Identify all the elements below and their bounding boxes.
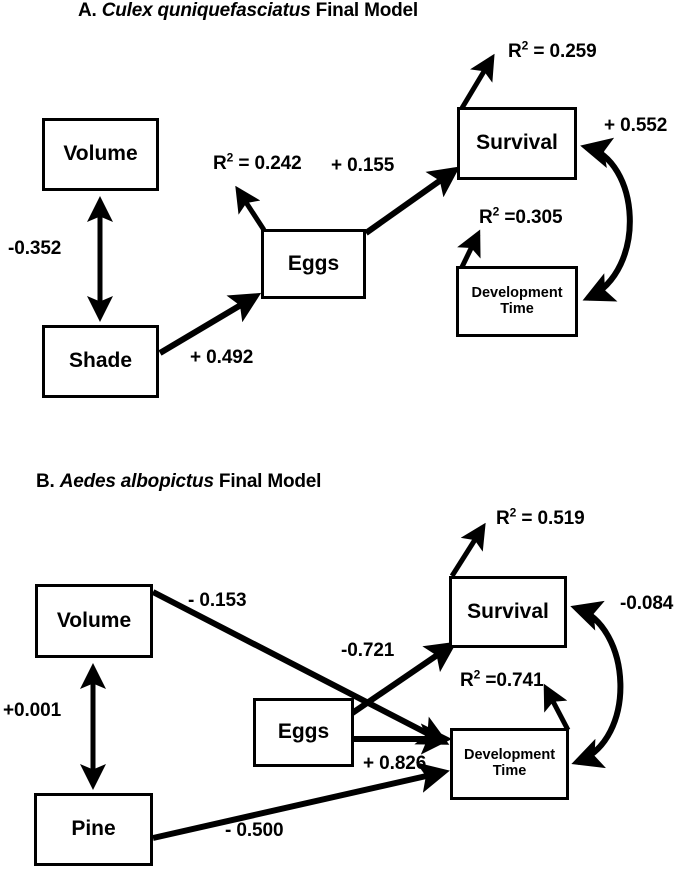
r2-devtime-b-exponent: 2 (473, 667, 481, 682)
edge-a-shade-eggs (158, 292, 262, 356)
r2-survival-a-prefix: R (508, 41, 522, 62)
r2-survival-b-exponent: 2 (509, 505, 517, 520)
edge-b-volume-devtime (151, 589, 450, 745)
node-eggs-a[interactable]: Eggs (261, 229, 366, 299)
edge-label-a-survival-devtime: + 0.552 (604, 115, 668, 136)
node-shade-a-label: Shade (68, 349, 133, 373)
r2-eggs-a-prefix: R (213, 153, 227, 174)
r2-devtime-b-value: =0.741 (480, 670, 544, 691)
edge-label-b-volume-devtime: - 0.153 (188, 590, 247, 611)
node-survival-a-label: Survival (476, 131, 558, 155)
r2-survival-a-value: = 0.259 (528, 41, 597, 62)
r2-survival-b-prefix: R (496, 508, 510, 529)
node-shade-a[interactable]: Shade (42, 325, 159, 398)
node-development-time-a-label-line2: Time (500, 300, 534, 317)
edge-b-pine-devtime (152, 762, 450, 841)
r2-devtime-a-value: =0.305 (499, 207, 563, 228)
panel-b-title-suffix: Final Model (218, 471, 322, 492)
r2-label-development-time-a: R2 =0.305 (479, 204, 563, 229)
edge-a-eggs-survival (364, 166, 460, 236)
edge-label-a-eggs-survival: + 0.155 (331, 155, 395, 176)
panel-b-title-prefix: B. (36, 471, 55, 492)
r2-label-eggs-a: R2 = 0.242 (213, 150, 302, 175)
error-arrow-b-survival (449, 522, 486, 578)
edge-a-survival-devtime (580, 137, 633, 302)
r2-eggs-a-value: = 0.242 (233, 153, 302, 174)
node-survival-b-label: Survival (467, 599, 549, 623)
edge-label-b-volume-pine: +0.001 (3, 700, 62, 721)
node-eggs-b[interactable]: Eggs (253, 698, 354, 767)
edge-label-a-volume-shade: -0.352 (8, 238, 62, 259)
error-arrow-a-eggs (235, 185, 267, 232)
r2-eggs-a-exponent: 2 (226, 150, 234, 165)
node-development-time-a[interactable]: Development Time (456, 266, 578, 337)
node-pine-b-label: Pine (71, 817, 116, 841)
panel-b-title-species: Aedes albopictus (59, 471, 214, 492)
node-eggs-a-label: Eggs (287, 251, 340, 275)
panel-a-title-suffix: Final Model (315, 0, 419, 21)
node-survival-b[interactable]: Survival (449, 576, 567, 648)
r2-label-survival-b: R2 = 0.519 (496, 505, 585, 530)
r2-devtime-a-prefix: R (479, 207, 493, 228)
r2-survival-b-value: = 0.519 (516, 508, 585, 529)
node-volume-b[interactable]: Volume (35, 584, 153, 658)
node-eggs-b-label: Eggs (277, 720, 330, 744)
error-arrow-b-devtime (543, 683, 571, 732)
panel-a-title-prefix: A. (78, 0, 97, 21)
edge-b-eggs-survival (346, 641, 457, 719)
error-arrow-a-devtime (457, 229, 481, 269)
r2-label-survival-a: R2 = 0.259 (508, 38, 597, 63)
r2-devtime-b-prefix: R (460, 670, 474, 691)
panel-b-title: B. Aedes albopictus Final Model (36, 471, 321, 493)
edge-label-b-eggs-devtime: + 0.826 (363, 753, 427, 774)
node-volume-a-label: Volume (63, 142, 138, 166)
node-volume-a[interactable]: Volume (42, 118, 159, 191)
edge-label-b-eggs-survival: -0.721 (341, 640, 395, 661)
edge-label-b-survival-devtime: -0.084 (620, 593, 674, 614)
node-pine-b[interactable]: Pine (34, 793, 153, 866)
node-development-time-b-label-line2: Time (492, 763, 527, 779)
error-arrow-a-survival (459, 53, 495, 110)
node-volume-b-label: Volume (56, 608, 132, 632)
edge-label-a-shade-eggs: + 0.492 (190, 347, 254, 368)
panel-a-title-species: Culex quniquefasciatus (101, 0, 311, 21)
node-development-time-b-label-line1: Development (463, 747, 556, 764)
node-development-time-a-label-line1: Development (471, 284, 563, 301)
r2-label-development-time-b: R2 =0.741 (460, 667, 544, 692)
node-development-time-b[interactable]: Development Time (450, 728, 569, 800)
r2-devtime-a-exponent: 2 (492, 204, 500, 219)
r2-survival-a-exponent: 2 (521, 38, 529, 53)
edge-b-survival-devtime (570, 600, 624, 769)
node-survival-a[interactable]: Survival (457, 107, 577, 180)
edge-label-b-pine-devtime: - 0.500 (225, 820, 284, 841)
panel-a-title: A. Culex quniquefasciatus Final Model (78, 0, 418, 22)
